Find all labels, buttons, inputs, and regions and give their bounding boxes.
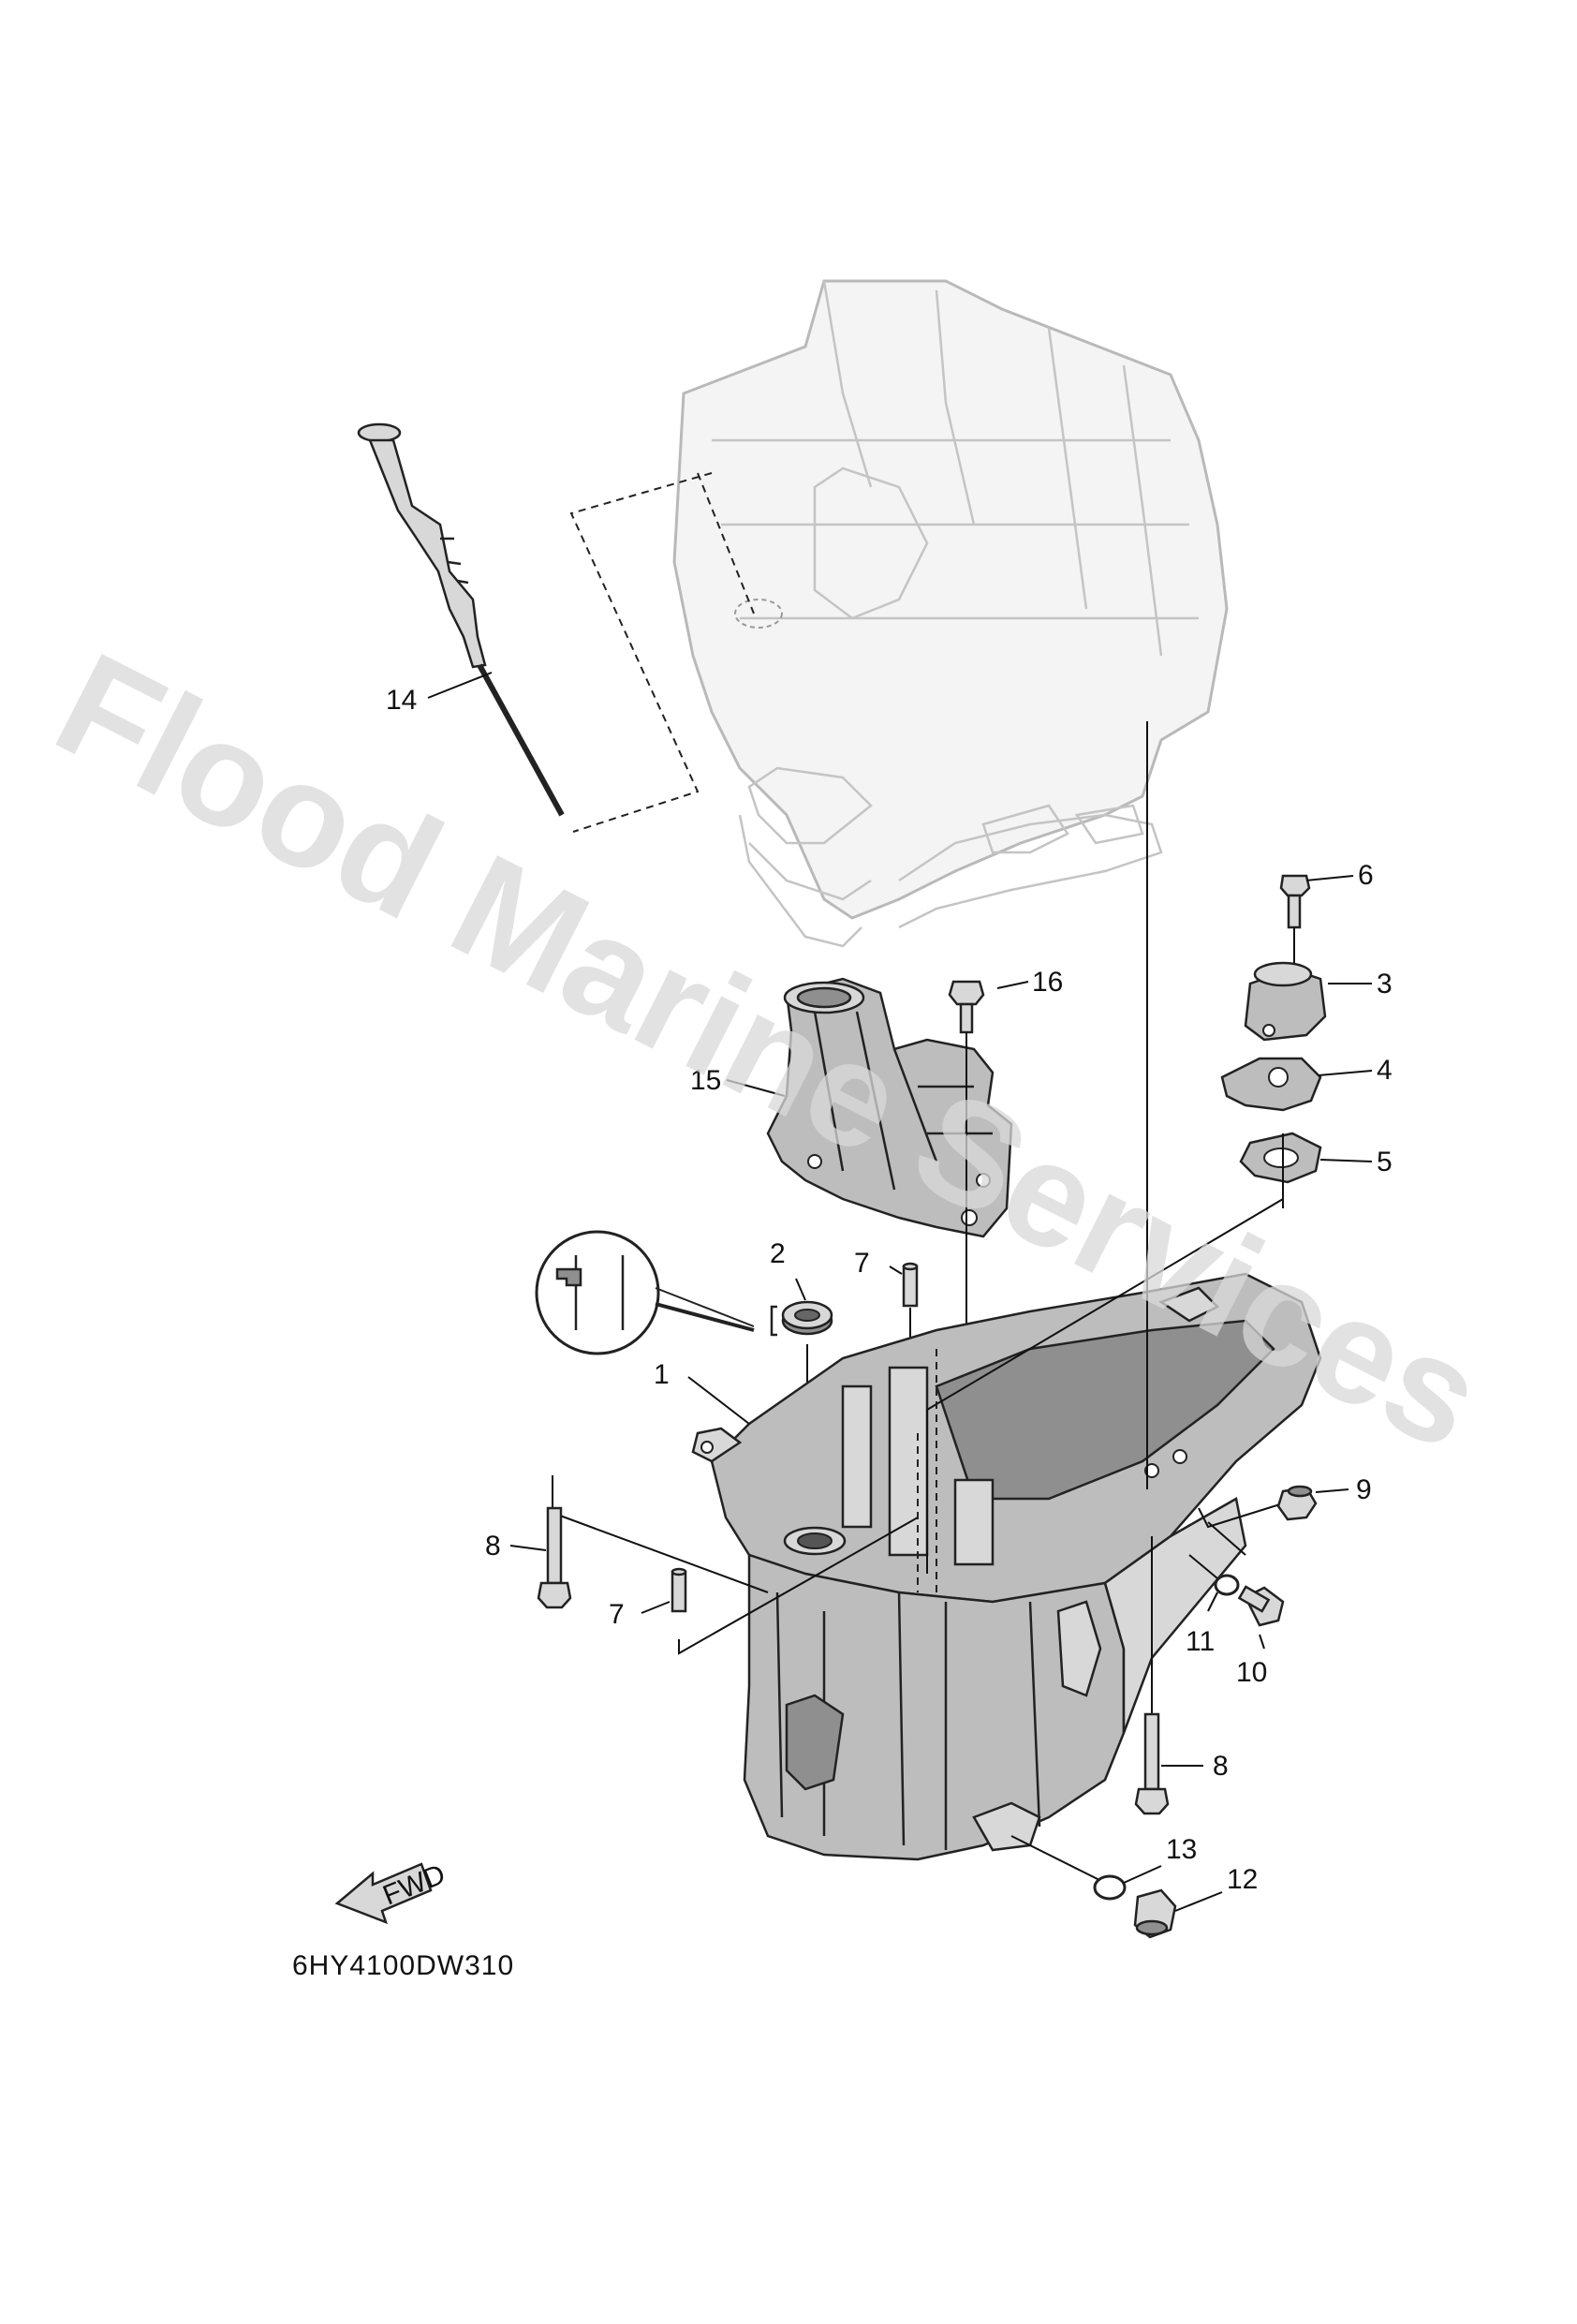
assembly-leaders bbox=[552, 721, 1284, 1714]
callout-7-upper: 7 bbox=[854, 1248, 870, 1279]
callout-2: 2 bbox=[770, 1238, 786, 1269]
callout-6: 6 bbox=[1358, 860, 1374, 891]
callout-4: 4 bbox=[1377, 1055, 1393, 1086]
bolt-8-left bbox=[537, 1506, 572, 1609]
bolt-8-right bbox=[1134, 1712, 1170, 1815]
mount-bracket bbox=[766, 977, 1013, 1238]
callout-7-lower: 7 bbox=[609, 1599, 625, 1630]
ghost-engine-block bbox=[672, 279, 1229, 948]
seal-detail-balloon bbox=[535, 1230, 755, 1355]
plug-9 bbox=[1276, 1485, 1318, 1521]
callout-11: 11 bbox=[1186, 1626, 1215, 1657]
drawing-code: 6HY4100DW310 bbox=[292, 1950, 514, 1981]
callout-15: 15 bbox=[690, 1065, 721, 1096]
washer-13 bbox=[1093, 1874, 1127, 1901]
callout-3: 3 bbox=[1377, 969, 1393, 999]
dowel-7-lower bbox=[671, 1567, 687, 1613]
bolt-6 bbox=[1279, 874, 1311, 965]
fwd-arrow: FWD bbox=[334, 1858, 450, 1925]
callout-12: 12 bbox=[1227, 1864, 1258, 1895]
drain-plug-12 bbox=[1133, 1888, 1177, 1939]
callout-1: 1 bbox=[654, 1359, 670, 1390]
plate-4 bbox=[1220, 1057, 1322, 1112]
callout-leaders bbox=[427, 672, 1373, 1912]
gasket-5 bbox=[1239, 1132, 1322, 1184]
cover-3 bbox=[1244, 961, 1327, 1042]
bolt-10 bbox=[1237, 1585, 1285, 1627]
callout-9: 9 bbox=[1356, 1474, 1372, 1505]
oil-seal-2 bbox=[770, 1300, 833, 1555]
callout-14: 14 bbox=[386, 685, 417, 716]
callout-16: 16 bbox=[1032, 967, 1063, 998]
callout-5: 5 bbox=[1377, 1147, 1393, 1177]
callout-numbers: 14 15 16 6 3 4 5 2 7 1 8 7 9 11 10 8 13 … bbox=[386, 685, 1393, 1895]
callout-13: 13 bbox=[1166, 1834, 1197, 1865]
callout-8-right: 8 bbox=[1213, 1751, 1229, 1782]
callout-8-left: 8 bbox=[485, 1531, 501, 1562]
callout-10: 10 bbox=[1236, 1657, 1267, 1688]
washer-11 bbox=[1214, 1574, 1240, 1596]
dipstick bbox=[357, 422, 755, 833]
oil-pan-1 bbox=[691, 1272, 1322, 1884]
